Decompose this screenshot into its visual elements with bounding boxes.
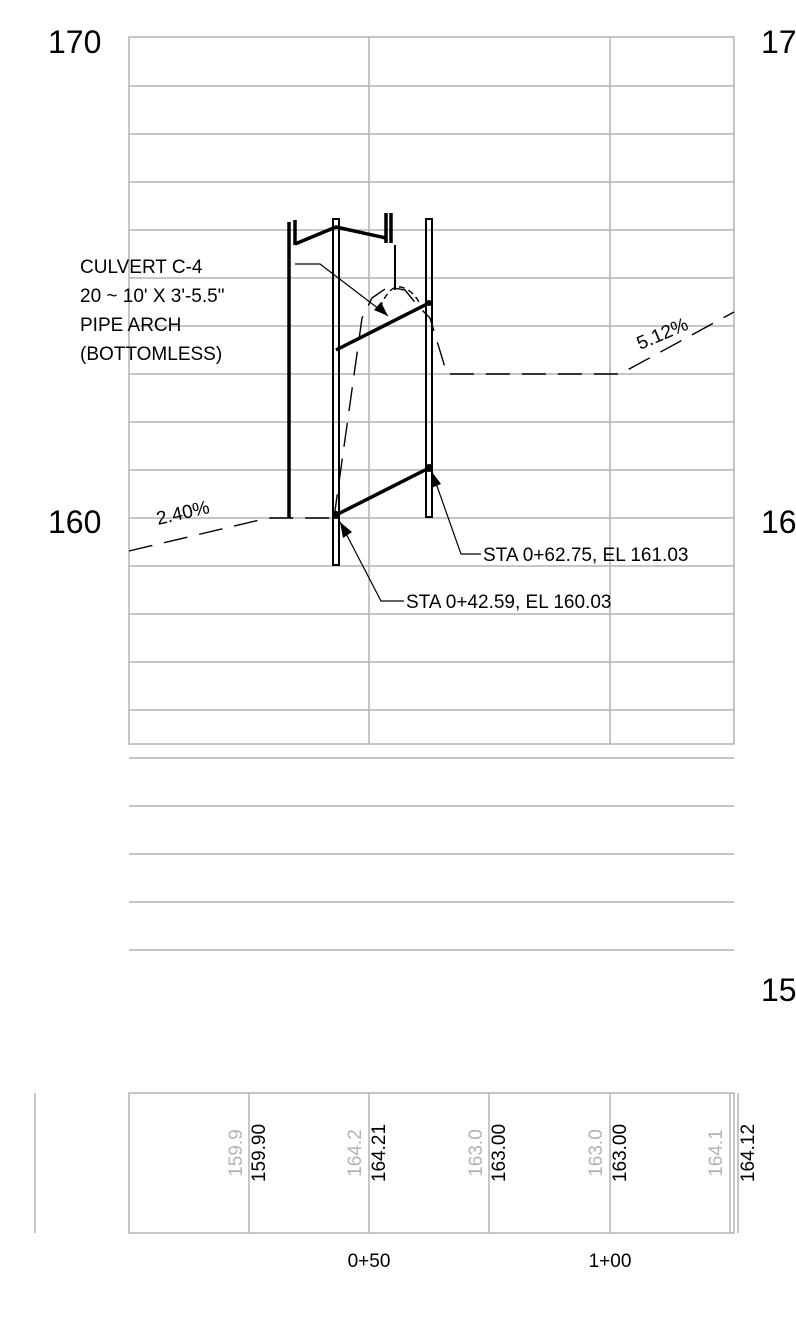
proposed-elevation-2: 164.21 (369, 1124, 390, 1182)
elevation-label-160: 160 (48, 504, 101, 540)
wall-inlet (425, 218, 433, 518)
existing-elevation-3: 163.0 (466, 1129, 487, 1177)
culvert-walls (287, 213, 433, 566)
outlet-callout-leader (339, 521, 404, 602)
elevation-table-grid (128, 1092, 739, 1234)
existing-ground-line (128, 286, 735, 552)
culvert-label-line3: PIPE ARCH (80, 315, 181, 336)
culvert-label-line2: 20 ~ 10' X 3'-5.5" (80, 286, 224, 307)
elevation-label-170: 170 (48, 24, 101, 60)
inlet-invert-point (425, 464, 433, 472)
wall-outlet (332, 218, 340, 566)
elevation-label-160-right: 16 (761, 504, 796, 540)
outlet-callout-text: STA 0+42.59, EL 160.03 (406, 592, 611, 613)
culvert-label-line1: CULVERT C-4 (80, 257, 203, 278)
culvert-top-line (335, 301, 430, 352)
proposed-elevation-4: 163.00 (610, 1124, 631, 1182)
inlet-callout-arrowhead (431, 472, 441, 488)
elevation-label-150-right: 15 (761, 972, 796, 1008)
elevation-label-170-right: 17 (761, 24, 796, 60)
road-surface (294, 225, 387, 246)
proposed-elevation-5: 164.12 (738, 1124, 759, 1182)
inlet-top-point (426, 300, 432, 306)
grid-frame (128, 36, 735, 745)
existing-elevation-1: 159.9 (226, 1129, 247, 1177)
outlet-invert-point (332, 511, 340, 519)
pipe-arch-crown (379, 286, 421, 309)
proposed-elevation-3: 163.00 (489, 1124, 510, 1182)
slope-label-right: 5.12% (634, 314, 692, 354)
culvert-label-leader (295, 263, 389, 317)
outlet-callout-arrowhead (340, 522, 352, 538)
existing-elevation-2: 164.2 (345, 1129, 366, 1177)
existing-elevation-4: 163.0 (586, 1129, 607, 1177)
inlet-callout-leader (431, 471, 481, 555)
station-label-0-50: 0+50 (348, 1251, 391, 1272)
culvert-invert-line (335, 466, 430, 517)
slope-label-left: 2.40% (154, 497, 211, 530)
proposed-elevation-1: 159.90 (249, 1124, 270, 1182)
culvert-leader-arrowhead (374, 302, 388, 316)
existing-elevation-5: 164.1 (706, 1129, 727, 1177)
inlet-callout-text: STA 0+62.75, EL 161.03 (483, 545, 688, 566)
culvert-label-line4: (BOTTOMLESS) (80, 344, 222, 365)
station-label-1-00: 1+00 (589, 1251, 632, 1272)
